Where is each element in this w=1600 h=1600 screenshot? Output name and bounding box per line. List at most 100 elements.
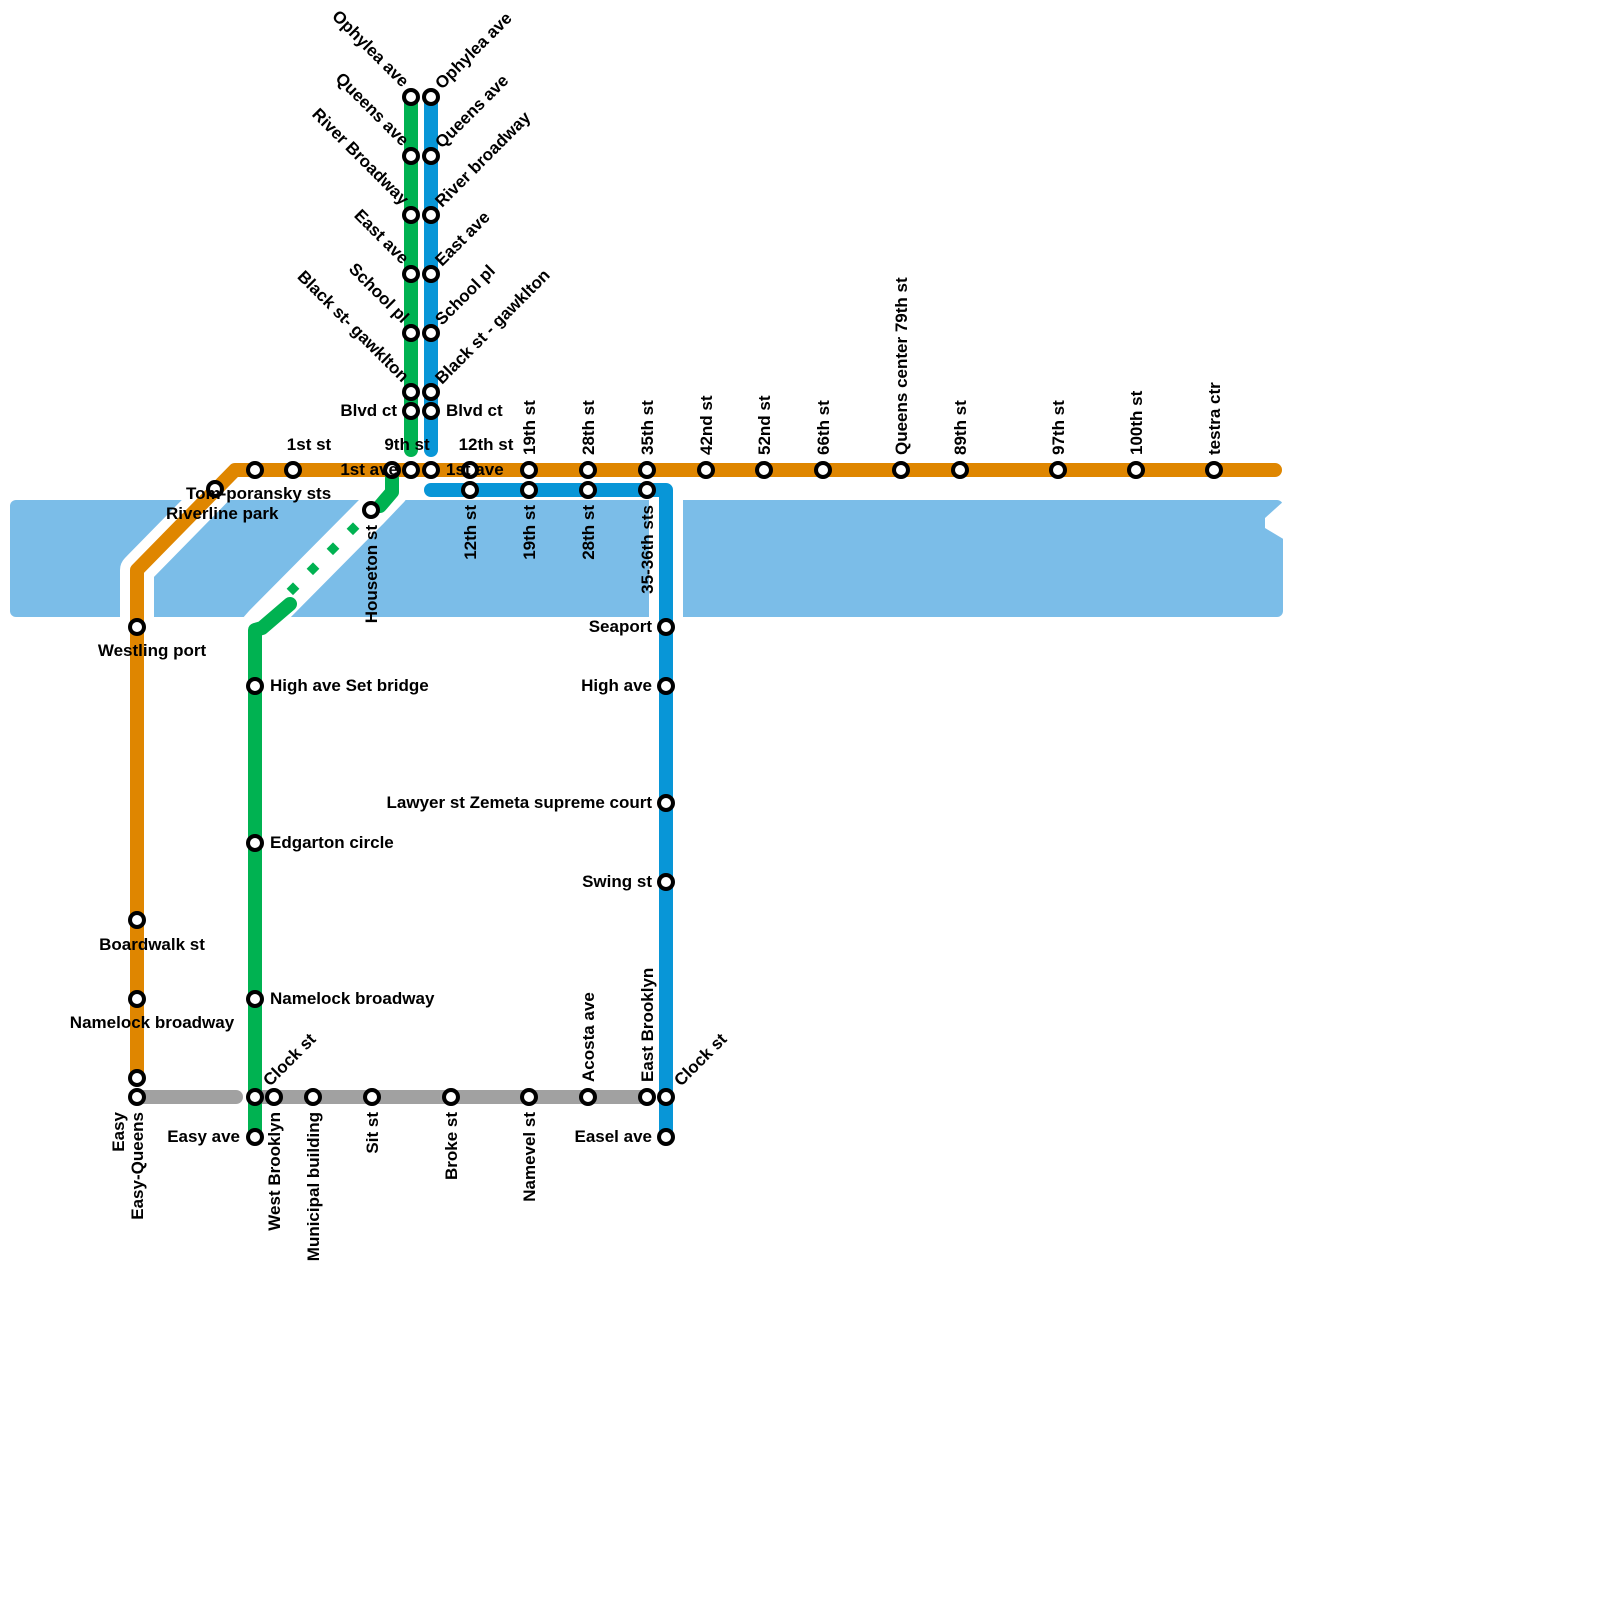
station-marker bbox=[402, 147, 420, 165]
station-marker bbox=[657, 677, 675, 695]
station-marker bbox=[520, 481, 538, 499]
stations bbox=[128, 88, 1223, 1146]
station-label: Namelock broadway bbox=[70, 1013, 235, 1032]
station-label: Namelock broadway bbox=[270, 989, 435, 1008]
station-marker bbox=[402, 265, 420, 283]
station-label: Clock st bbox=[670, 1029, 730, 1089]
station-marker bbox=[422, 147, 440, 165]
station-marker bbox=[422, 402, 440, 420]
station-label: Blvd ct bbox=[340, 401, 397, 420]
station-marker bbox=[402, 461, 420, 479]
station-label: 19th st bbox=[520, 505, 539, 560]
station-label: 35th st bbox=[638, 400, 657, 455]
station-marker bbox=[579, 1088, 597, 1106]
station-marker bbox=[442, 1088, 460, 1106]
station-label: 19th st bbox=[520, 400, 539, 455]
station-label: 9th st bbox=[384, 435, 430, 454]
station-label: Namevel st bbox=[520, 1112, 539, 1202]
station-marker bbox=[1127, 461, 1145, 479]
station-marker bbox=[814, 461, 832, 479]
station-marker bbox=[246, 1088, 264, 1106]
station-marker bbox=[265, 1088, 283, 1106]
station-marker bbox=[638, 461, 656, 479]
station-label: Easy ave bbox=[167, 1127, 240, 1146]
station-label: Clock st bbox=[259, 1029, 319, 1089]
station-label: Westling port bbox=[98, 641, 207, 660]
station-label: Swing st bbox=[582, 872, 652, 891]
station-label: Easel ave bbox=[574, 1127, 652, 1146]
station-marker bbox=[128, 618, 146, 636]
station-label: Black st- gawklton bbox=[294, 267, 413, 386]
station-marker bbox=[422, 206, 440, 224]
station-marker bbox=[402, 206, 420, 224]
station-label: Blvd ct bbox=[446, 401, 503, 420]
station-label: 28th st bbox=[579, 505, 598, 560]
station-label: Broke st bbox=[442, 1112, 461, 1180]
station-label: East ave bbox=[431, 208, 493, 270]
station-marker bbox=[422, 461, 440, 479]
station-marker bbox=[246, 461, 264, 479]
station-label: 42nd st bbox=[697, 395, 716, 455]
station-label: 12th st bbox=[461, 505, 480, 560]
station-marker bbox=[422, 383, 440, 401]
station-marker bbox=[638, 481, 656, 499]
station-marker bbox=[128, 911, 146, 929]
station-marker bbox=[422, 265, 440, 283]
station-marker bbox=[246, 990, 264, 1008]
station-marker bbox=[579, 481, 597, 499]
station-label: Easy bbox=[109, 1111, 128, 1151]
green-line bbox=[248, 597, 297, 1144]
station-label: Boardwalk st bbox=[99, 935, 205, 954]
station-label: Black st - gawklton bbox=[431, 266, 553, 388]
station-label: Houseton st bbox=[362, 525, 381, 624]
station-marker bbox=[657, 873, 675, 891]
station-label: 1st st bbox=[287, 435, 332, 454]
station-marker bbox=[657, 1088, 675, 1106]
station-label: 100th st bbox=[1127, 390, 1146, 455]
station-marker bbox=[461, 481, 479, 499]
station-marker bbox=[1205, 461, 1223, 479]
station-label: West Brooklyn bbox=[265, 1112, 284, 1231]
station-marker bbox=[755, 461, 773, 479]
station-marker bbox=[363, 1088, 381, 1106]
station-label: 35-36th sts bbox=[638, 505, 657, 594]
station-label: Seaport bbox=[589, 617, 653, 636]
station-marker bbox=[520, 461, 538, 479]
station-label: Easy-Queens bbox=[128, 1112, 147, 1220]
station-marker bbox=[422, 88, 440, 106]
station-label: Edgarton circle bbox=[270, 833, 394, 852]
station-marker bbox=[657, 794, 675, 812]
station-marker bbox=[657, 1128, 675, 1146]
station-marker bbox=[892, 461, 910, 479]
station-marker bbox=[128, 1088, 146, 1106]
station-marker bbox=[422, 324, 440, 342]
station-marker bbox=[246, 1128, 264, 1146]
station-label: Lawyer st Zemeta supreme court bbox=[387, 793, 653, 812]
station-label: 66th st bbox=[814, 400, 833, 455]
green-dashed-segment bbox=[286, 522, 360, 596]
station-marker bbox=[128, 1069, 146, 1087]
station-marker bbox=[657, 618, 675, 636]
station-marker bbox=[304, 1088, 322, 1106]
station-marker bbox=[206, 480, 224, 498]
station-label: 89th st bbox=[951, 400, 970, 455]
station-marker bbox=[402, 383, 420, 401]
station-marker bbox=[246, 677, 264, 695]
station-label: High ave bbox=[581, 676, 652, 695]
station-label: Sit st bbox=[363, 1112, 382, 1154]
station-marker bbox=[284, 461, 302, 479]
station-marker bbox=[362, 501, 380, 519]
station-label: Tom-poransky sts bbox=[186, 484, 331, 503]
station-marker bbox=[383, 461, 401, 479]
station-label: East Brooklyn bbox=[638, 968, 657, 1082]
station-marker bbox=[402, 88, 420, 106]
blue-line bbox=[424, 483, 673, 1144]
station-label: 12th st bbox=[459, 435, 514, 454]
station-label: Municipal building bbox=[304, 1112, 323, 1261]
water bbox=[10, 500, 1285, 617]
station-label: Acosta ave bbox=[579, 992, 598, 1082]
station-marker bbox=[520, 1088, 538, 1106]
station-marker bbox=[697, 461, 715, 479]
station-label: Riverline park bbox=[166, 504, 279, 523]
